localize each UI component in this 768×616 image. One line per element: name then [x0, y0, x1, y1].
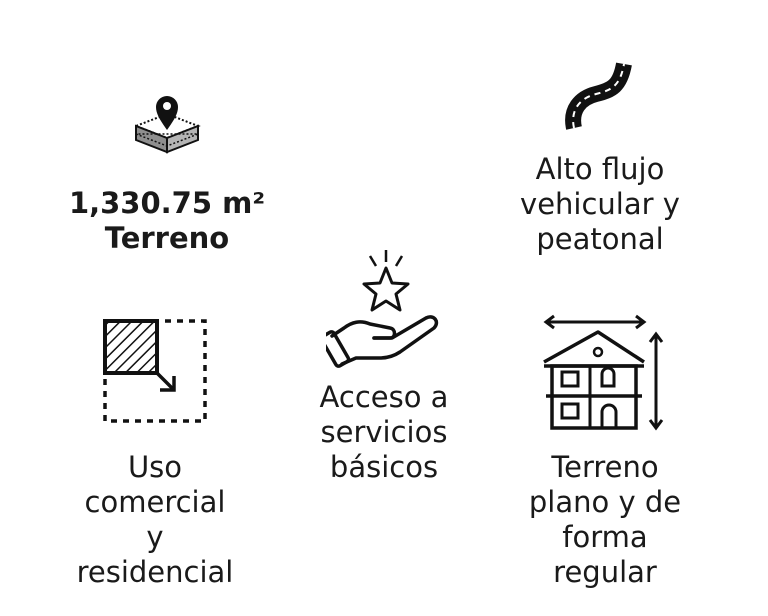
- usage-line-3: y: [146, 520, 164, 554]
- services-line-2: servicios: [320, 415, 448, 449]
- traffic-line-3: peatonal: [536, 222, 664, 256]
- land-area-caption: Terreno: [104, 221, 230, 255]
- usage-line-1: Uso: [127, 450, 183, 484]
- house-dimensions-icon: [543, 314, 664, 431]
- shape-line-2: plano y de: [528, 485, 682, 519]
- hand-star-icon: [326, 250, 439, 368]
- land-pin-icon: [133, 96, 201, 154]
- traffic-line-2: vehicular y: [520, 187, 680, 221]
- resize-area-icon: [103, 319, 207, 423]
- services-line-3: básicos: [329, 450, 439, 484]
- shape-line-1: Terreno: [551, 450, 659, 484]
- usage-line-4: residencial: [76, 555, 234, 589]
- usage-line-2: comercial: [84, 485, 226, 519]
- road-icon: [565, 62, 632, 130]
- shape-line-4: regular: [553, 555, 657, 589]
- shape-line-3: forma: [562, 520, 648, 554]
- services-line-1: Acceso a: [319, 380, 449, 414]
- land-area-value: 1,330.75 m²: [68, 186, 266, 220]
- traffic-line-1: Alto flujo: [535, 152, 665, 186]
